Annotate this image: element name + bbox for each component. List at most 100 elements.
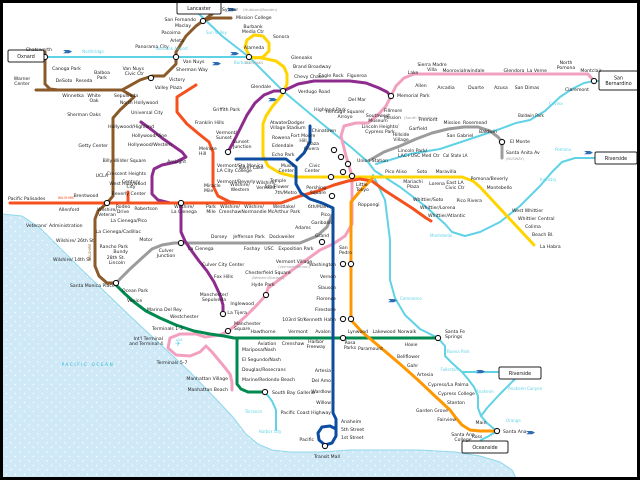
station-label: Crescent Heights	[107, 171, 147, 177]
station-label: La Cienega/Pico	[111, 218, 148, 224]
terminus-box	[7, 49, 45, 63]
station-label: Sherman Way	[176, 67, 208, 73]
station-label: Rowena	[272, 135, 290, 141]
amtrak-icon	[230, 52, 239, 56]
station-label: Wardlow	[311, 389, 331, 395]
station-label: Vernon	[320, 274, 336, 280]
interchange-station	[172, 53, 180, 61]
station-label: Dockweiler	[269, 234, 294, 240]
station-label: Temple	[269, 178, 287, 184]
station-label: Colima	[525, 224, 541, 230]
station-label: Highland Park	[314, 107, 346, 113]
station-label: Montebello	[430, 233, 453, 238]
station-label: 6th/Main	[308, 204, 328, 210]
station-label: San Dimas	[515, 85, 540, 91]
station-label: Fillmore	[384, 108, 402, 114]
station-label: LAX	[176, 338, 183, 342]
station-label: Alameda	[244, 45, 264, 51]
interchange-station	[321, 442, 329, 450]
station-label: Rosemead	[463, 120, 487, 126]
station-label: Monrovia	[442, 68, 463, 74]
station-label: Marina Del Rey	[147, 307, 182, 313]
station-label: Northridge	[82, 49, 104, 54]
amtrak-icon	[584, 151, 593, 155]
station-label: Garfield	[409, 126, 427, 132]
interchange-station	[328, 192, 336, 200]
station-label: Baldwin	[479, 129, 497, 135]
station-label: Figueroa	[347, 73, 367, 79]
station-label: Torrance	[244, 409, 263, 414]
station-label: DeSoto	[56, 78, 73, 84]
interchange-station	[387, 92, 395, 100]
terminus-box	[498, 366, 542, 380]
station-label: Aviation	[258, 341, 277, 347]
station-label: Mariposa/Nash	[242, 347, 276, 353]
station-label: Glendora	[503, 68, 524, 74]
station-label: Allenford	[59, 207, 80, 213]
station-label: Arleta	[170, 38, 184, 44]
station-label: Del Mar	[348, 97, 366, 103]
transit-line-metrolink-san-bernardino	[375, 80, 635, 165]
station-label: Vermont/Sunset	[216, 130, 237, 141]
station-label: Winnetka	[62, 93, 84, 99]
station-label: Wilshire/La Cienega	[171, 204, 197, 215]
station-label: Hawthorne	[250, 329, 275, 335]
station-label: Whittier/Lorena	[420, 205, 456, 211]
interchange-station	[347, 315, 355, 323]
transit-line-brown-mission-college	[201, 16, 233, 23]
amtrak-icon	[388, 299, 397, 303]
interchange-station	[224, 148, 232, 156]
transit-line-red-wilshire	[8, 177, 433, 223]
amtrak-icon	[63, 50, 72, 54]
station-label: West Hollywood	[109, 181, 146, 187]
station-label: Hollywood/Highland	[108, 124, 154, 130]
station-label: Chatsworth	[26, 47, 52, 53]
station-label: La Verne	[527, 68, 547, 74]
amtrak-icon	[476, 370, 485, 374]
station-label: Mission	[443, 120, 460, 126]
station-label: Lincoln Heights/Cypress Park	[362, 124, 399, 135]
station-label: Whittier/Atlantic	[428, 213, 466, 219]
terminus-box-label: Riverside	[509, 371, 531, 377]
station-label: Motor	[139, 237, 152, 243]
transit-line-metrolink-riverside	[374, 157, 635, 237]
station-label: Stanton	[447, 400, 465, 406]
station-label: Maclay	[175, 23, 191, 29]
station-label: GLENOAKS	[245, 61, 264, 65]
station-label: Chevy Chase	[294, 74, 324, 80]
transit-line-orange-santa-ana	[349, 177, 496, 433]
station-label: Vermont/Beverly	[217, 179, 256, 185]
station-label: Lake	[408, 70, 419, 76]
interchange-station	[112, 279, 120, 287]
station-label: Allen	[415, 83, 427, 89]
station-label: Memorial Park	[397, 93, 430, 99]
station-label: La Cienega	[188, 246, 214, 252]
station-label: Anaheim	[476, 389, 494, 394]
station-label: Sylmar	[222, 7, 238, 13]
station-label: Pomona/Beverly	[471, 176, 509, 182]
station-label: Cal State LA	[443, 153, 468, 158]
station-label: WILSHIRE	[88, 244, 92, 260]
station-label: UCLA	[96, 173, 109, 179]
station-label: Pico Rivera	[457, 198, 483, 204]
station-label: Garibaldi	[311, 220, 332, 226]
station-label: Wilshire/Vermont	[256, 180, 276, 191]
station-label: Montebello	[487, 185, 513, 191]
